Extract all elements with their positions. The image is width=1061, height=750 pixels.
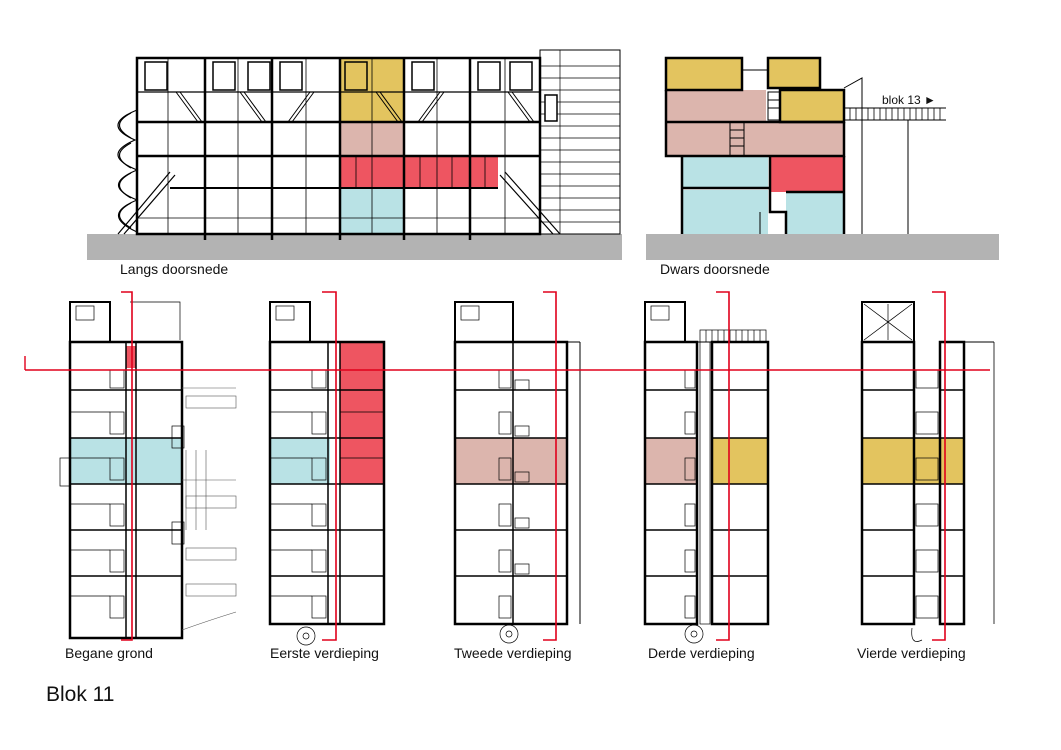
floor-caption-eerste-verdieping: Eerste verdieping — [270, 645, 379, 661]
plans — [24, 291, 995, 646]
unit-red — [126, 346, 136, 368]
unit-red — [770, 156, 844, 192]
plan-begane-grond — [59, 291, 237, 641]
unit-cyan — [682, 156, 768, 188]
plan-vierde-verdieping — [860, 291, 995, 642]
ground-slab — [87, 234, 622, 260]
unit-yellow — [712, 438, 768, 484]
unit-cyan — [786, 192, 844, 234]
unit-yellow — [768, 58, 820, 88]
plan-derde-verdieping — [643, 291, 770, 644]
ground-slab — [646, 234, 999, 260]
unit-cyan — [270, 438, 330, 484]
longitudinal-section — [87, 49, 622, 260]
unit-yellow — [666, 58, 742, 90]
unit-red — [340, 342, 384, 484]
sheet-title: Blok 11 — [46, 683, 115, 706]
unit-yellow — [780, 90, 844, 122]
floor-caption-tweede-verdieping: Tweede verdieping — [454, 645, 572, 661]
blok-13-tag: blok 13 ► — [882, 93, 936, 107]
floor-caption-begane-grond: Begane grond — [65, 645, 153, 661]
floor-caption-vierde-verdieping: Vierde verdieping — [857, 645, 966, 661]
unit-cyan — [682, 190, 768, 234]
unit-pink — [645, 438, 697, 484]
plan-tweede-verdieping — [453, 291, 581, 644]
plan-eerste-verdieping — [268, 291, 386, 646]
cross-section-caption: Dwars doorsnede — [660, 261, 770, 277]
unit-pink — [666, 122, 844, 156]
unit-pink — [666, 90, 766, 122]
floor-caption-derde-verdieping: Derde verdieping — [648, 645, 755, 661]
unit-red — [340, 156, 498, 188]
long-section-caption: Langs doorsnede — [120, 261, 229, 277]
cross-section — [646, 56, 999, 260]
